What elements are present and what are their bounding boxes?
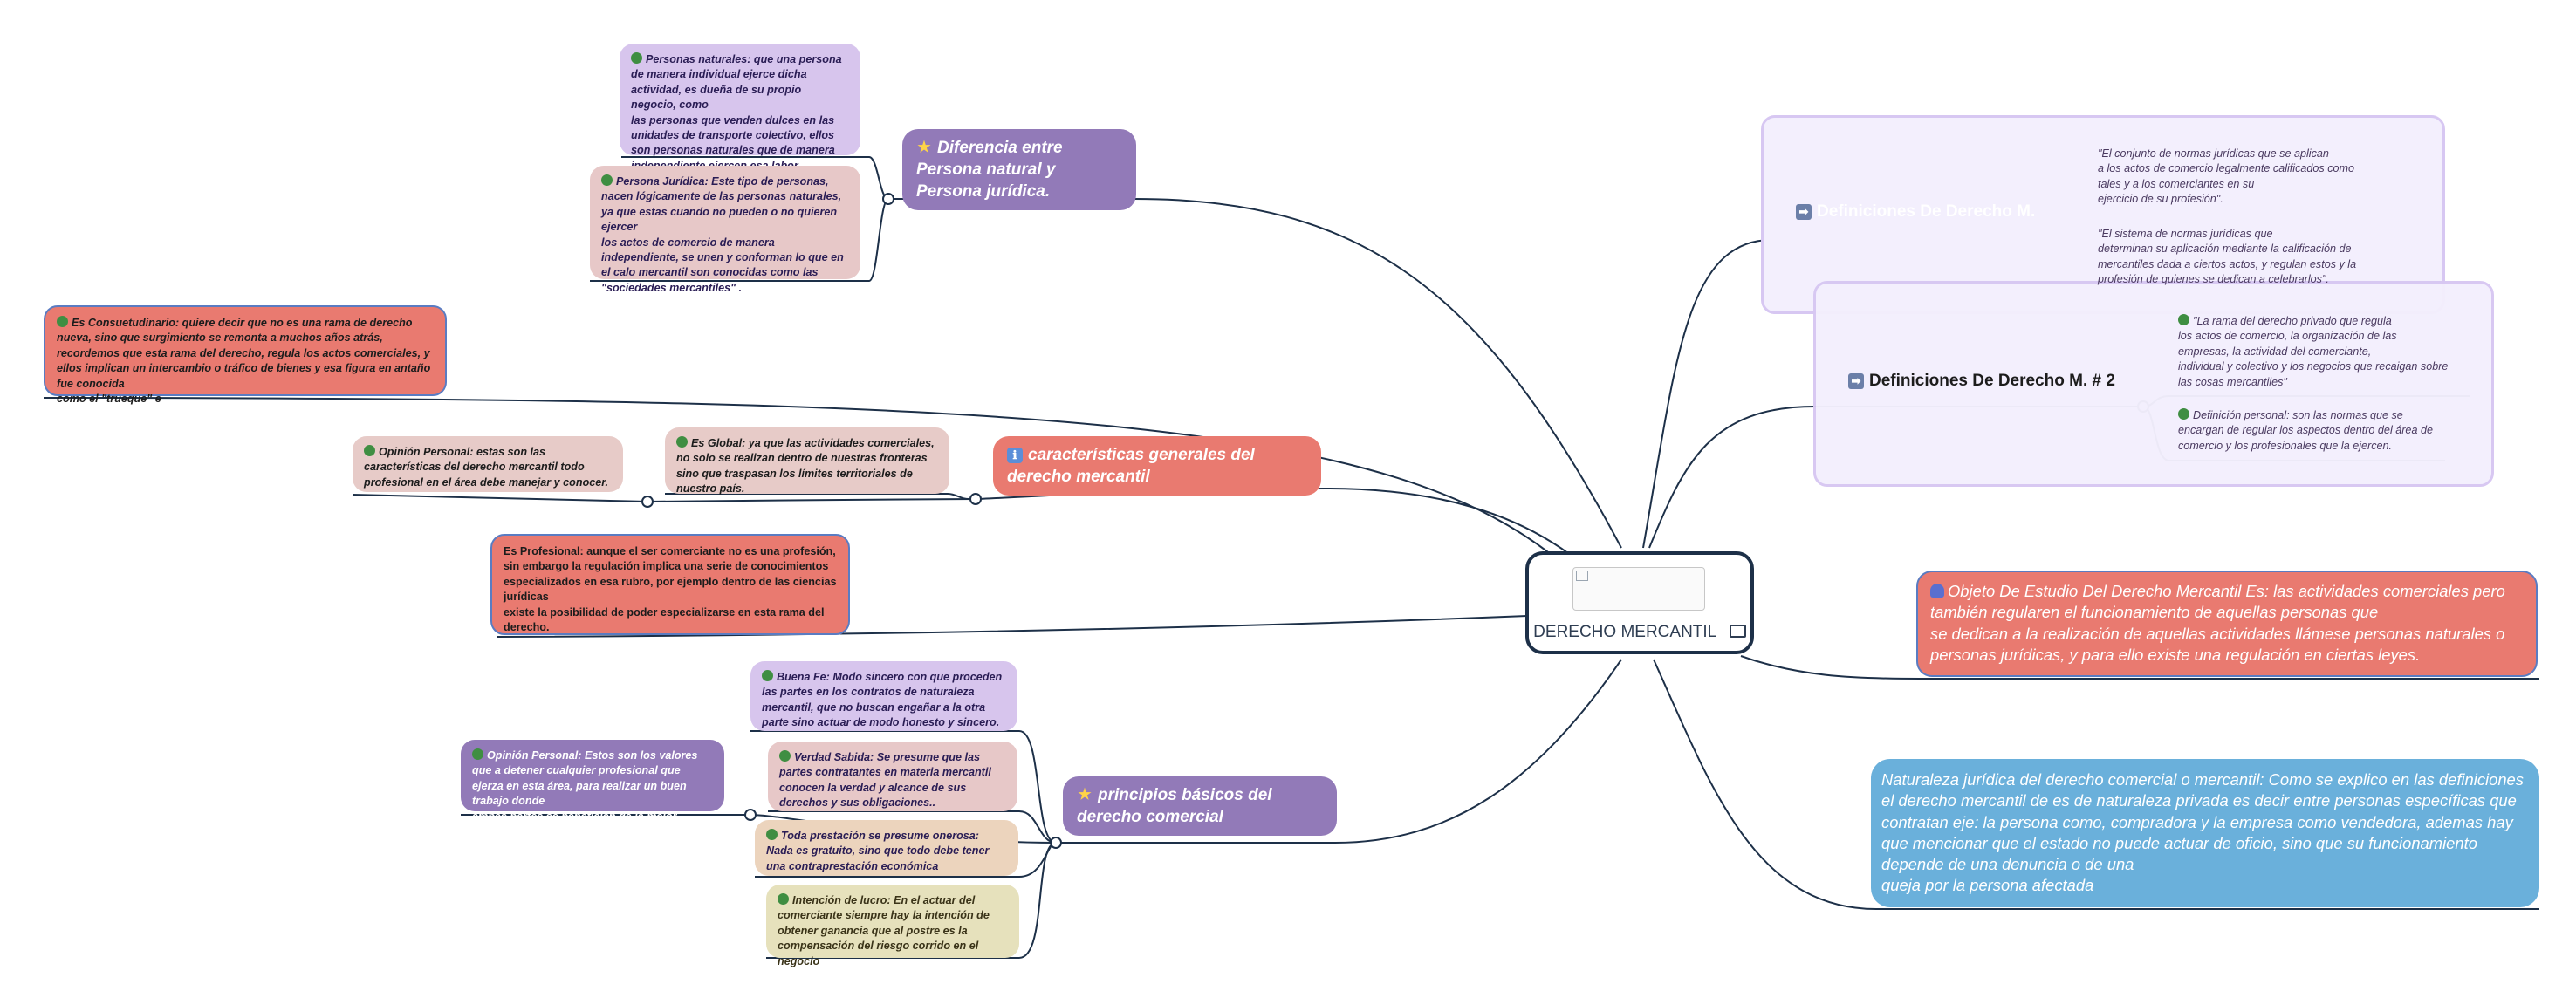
- person-icon: [1930, 584, 1944, 598]
- link-diferencia: [1134, 198, 1622, 549]
- link-caracteristicas: [1326, 488, 1576, 559]
- green-dot-icon: [472, 748, 483, 760]
- buena-fe-note: Buena Fe: Modo sincero con que proceden …: [750, 661, 1017, 731]
- verdad-sabida-note: Verdad Sabida: Se presume que las partes…: [768, 742, 1017, 811]
- persona-juridica-note: Persona Jurídica: Este tipo de personas,…: [590, 166, 860, 294]
- consuetudinario-note: Es Consuetudinario: quiere decir que no …: [44, 305, 447, 405]
- opinion-principios-note: Opinión Personal: Estos son los valores …: [461, 740, 724, 837]
- link-consuetudinario: [43, 397, 1567, 568]
- green-dot-icon: [766, 829, 778, 840]
- definiciones-panel-2: [1813, 281, 2494, 487]
- link-principios: [1334, 659, 1622, 844]
- green-dot-icon: [631, 52, 642, 64]
- profesional-note: Es Profesional: aunque el ser comerciant…: [490, 534, 850, 635]
- definicion-2-a: "La rama del derecho privado que regula …: [2178, 314, 2449, 388]
- definicion-1-b: "El sistema de normas jurídicas que dete…: [2098, 228, 2357, 286]
- global-note: Es Global: ya que las actividades comerc…: [665, 427, 949, 495]
- link-definiciones2: [1648, 406, 1816, 549]
- definiciones-1-label[interactable]: ➡Definiciones De Derecho M.: [1796, 202, 2035, 222]
- onerosa-note: Toda prestación se presume onerosa: Nada…: [755, 820, 1018, 876]
- image-edit-icon[interactable]: [1729, 625, 1746, 638]
- opinion-caracteristicas-note: Opinión Personal: estas son las caracter…: [353, 436, 623, 492]
- green-dot-icon: [779, 750, 791, 762]
- green-dot-icon: [2178, 314, 2189, 325]
- green-dot-icon: [57, 316, 68, 327]
- green-dot-icon: [2178, 408, 2189, 420]
- principios-topic[interactable]: ★principios básicos del derecho comercia…: [1063, 776, 1337, 837]
- central-topic[interactable]: DERECHO MERCANTIL: [1525, 551, 1754, 654]
- link-naturaleza: [1653, 659, 1877, 910]
- definicion-1-a: "El conjunto de normas jurídicas que se …: [2098, 147, 2354, 206]
- central-title: DERECHO MERCANTIL: [1533, 623, 1716, 641]
- green-dot-icon: [762, 670, 773, 681]
- broken-image-icon: [1572, 567, 1705, 611]
- link-profesional: [497, 615, 1528, 638]
- arrow-right-icon: ➡: [1796, 204, 1812, 220]
- link-definiciones1: [1642, 239, 1772, 549]
- green-dot-icon: [778, 893, 789, 905]
- green-dot-icon: [601, 174, 613, 186]
- definicion-2-b: Definición personal: son las normas que …: [2178, 408, 2433, 452]
- personas-naturales-note: Personas naturales: que una persona de m…: [620, 44, 860, 187]
- star-icon: ★: [917, 139, 931, 155]
- lucro-note: Intención de lucro: En el actuar del com…: [766, 885, 1019, 967]
- star-icon: ★: [1078, 786, 1092, 803]
- naturaleza-note[interactable]: Naturaleza jurídica del derecho comercia…: [1871, 759, 2539, 907]
- link-objeto: [1740, 655, 1921, 680]
- green-dot-icon: [676, 436, 688, 448]
- green-dot-icon: [364, 445, 375, 456]
- info-icon: ℹ: [1007, 448, 1023, 463]
- definiciones-2-label[interactable]: ➡Definiciones De Derecho M. # 2: [1848, 372, 2115, 391]
- objeto-note[interactable]: Objeto De Estudio Del Derecho Mercantil …: [1916, 571, 2538, 677]
- arrow-right-icon: ➡: [1848, 373, 1864, 389]
- diferencia-topic[interactable]: ★Diferencia entre Persona natural y Pers…: [902, 129, 1136, 211]
